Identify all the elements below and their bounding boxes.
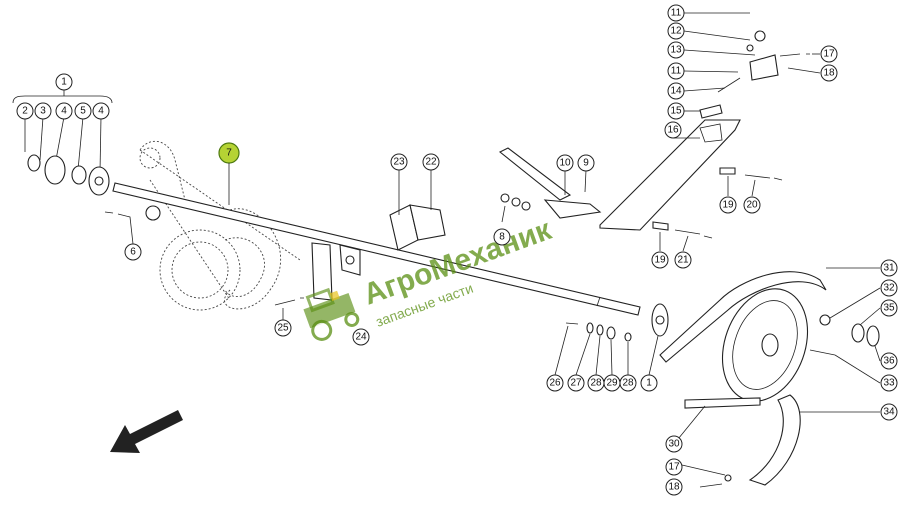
main-shaft	[112, 182, 641, 316]
svg-text:7: 7	[226, 148, 232, 159]
callout-8[interactable]: 8	[493, 228, 511, 246]
tractor-logo-icon	[303, 287, 360, 341]
callout-30[interactable]: 30	[665, 435, 683, 453]
callout-14[interactable]: 14	[667, 82, 685, 100]
callout-18[interactable]: 18	[820, 64, 838, 82]
callout-7-highlighted[interactable]: 7	[218, 142, 240, 164]
svg-text:8: 8	[499, 232, 505, 243]
svg-text:27: 27	[570, 378, 582, 389]
callout-1[interactable]: 1	[55, 73, 73, 91]
left-bearing-group	[12, 90, 113, 196]
sprocket-and-auger	[139, 140, 301, 311]
shaft-end-fasteners	[554, 303, 669, 376]
callout-4[interactable]: 4	[92, 102, 110, 120]
svg-text:20: 20	[746, 200, 758, 211]
svg-text:15: 15	[670, 106, 682, 117]
callout-1[interactable]: 1	[640, 374, 658, 392]
svg-text:32: 32	[883, 283, 895, 294]
svg-text:19: 19	[654, 255, 666, 266]
brackets-22-23	[389, 170, 446, 251]
callout-3[interactable]: 3	[34, 102, 52, 120]
svg-text:13: 13	[670, 45, 682, 56]
callout-11[interactable]: 11	[667, 4, 685, 22]
pulley-and-belt	[659, 267, 881, 488]
callout-35[interactable]: 35	[880, 299, 898, 317]
callout-9[interactable]: 9	[577, 154, 595, 172]
svg-text:28: 28	[590, 378, 602, 389]
svg-text:22: 22	[425, 157, 437, 168]
callout-34[interactable]: 34	[880, 403, 898, 421]
tensioner-arm	[498, 147, 602, 223]
callout-25[interactable]: 25	[274, 319, 292, 337]
callout-36[interactable]: 36	[880, 352, 898, 370]
svg-text:5: 5	[80, 106, 86, 117]
callout-19[interactable]: 19	[651, 251, 669, 269]
callout-19[interactable]: 19	[719, 196, 737, 214]
direction-arrow-icon	[110, 410, 183, 453]
svg-text:31: 31	[883, 263, 895, 274]
svg-text:11: 11	[671, 66, 682, 77]
svg-text:25: 25	[277, 323, 289, 334]
svg-text:11: 11	[671, 8, 682, 19]
callout-24[interactable]: 24	[352, 328, 370, 346]
svg-text:26: 26	[549, 378, 561, 389]
callout-26[interactable]: 26	[546, 374, 564, 392]
svg-text:2: 2	[22, 106, 28, 117]
callout-29[interactable]: 29	[603, 374, 621, 392]
callout-31[interactable]: 31	[880, 259, 898, 277]
support-bracket-16	[599, 12, 821, 252]
svg-text:29: 29	[606, 378, 618, 389]
svg-text:17: 17	[823, 49, 835, 60]
svg-text:9: 9	[583, 158, 589, 169]
svg-text:4: 4	[61, 106, 67, 117]
callout-5[interactable]: 5	[74, 102, 92, 120]
callout-18[interactable]: 18	[665, 478, 683, 496]
callout-12[interactable]: 12	[667, 22, 685, 40]
callout-11[interactable]: 11	[667, 62, 685, 80]
callout-20[interactable]: 20	[743, 196, 761, 214]
svg-text:10: 10	[559, 158, 571, 169]
svg-text:16: 16	[667, 125, 679, 136]
svg-text:18: 18	[823, 68, 835, 79]
callout-10[interactable]: 10	[556, 154, 574, 172]
svg-text:28: 28	[622, 378, 634, 389]
callout-17[interactable]: 17	[665, 458, 683, 476]
callout-13[interactable]: 13	[667, 41, 685, 59]
svg-text:19: 19	[722, 200, 734, 211]
callout-16[interactable]: 16	[664, 121, 682, 139]
svg-text:1: 1	[646, 378, 652, 389]
svg-text:36: 36	[883, 356, 895, 367]
svg-text:33: 33	[883, 378, 895, 389]
callout-6[interactable]: 6	[124, 243, 142, 261]
svg-text:34: 34	[883, 407, 895, 418]
svg-text:24: 24	[355, 332, 367, 343]
callout-28[interactable]: 28	[587, 374, 605, 392]
callout-2[interactable]: 2	[16, 102, 34, 120]
svg-text:14: 14	[670, 86, 682, 97]
callout-27[interactable]: 27	[567, 374, 585, 392]
svg-text:35: 35	[883, 303, 895, 314]
svg-text:30: 30	[668, 439, 680, 450]
svg-text:23: 23	[393, 157, 405, 168]
callout-21[interactable]: 21	[674, 251, 692, 269]
svg-text:21: 21	[677, 255, 689, 266]
bearing-plates-24-25	[274, 242, 361, 320]
callout-4[interactable]: 4	[55, 102, 73, 120]
callout-15[interactable]: 15	[667, 102, 685, 120]
svg-text:12: 12	[670, 26, 682, 37]
svg-text:1: 1	[61, 77, 67, 88]
callout-23[interactable]: 23	[390, 153, 408, 171]
svg-text:3: 3	[40, 106, 46, 117]
callout-17[interactable]: 17	[820, 45, 838, 63]
svg-text:17: 17	[668, 462, 680, 473]
callout-33[interactable]: 33	[880, 374, 898, 392]
svg-text:18: 18	[668, 482, 680, 493]
callout-28[interactable]: 28	[619, 374, 637, 392]
callouts: 1 2 3 4 5 4 6 7 8 9 10 11 12 13 11 14 15…	[16, 4, 898, 496]
svg-text:6: 6	[130, 247, 136, 258]
callout-32[interactable]: 32	[880, 279, 898, 297]
svg-text:4: 4	[98, 106, 104, 117]
callout-22[interactable]: 22	[422, 153, 440, 171]
